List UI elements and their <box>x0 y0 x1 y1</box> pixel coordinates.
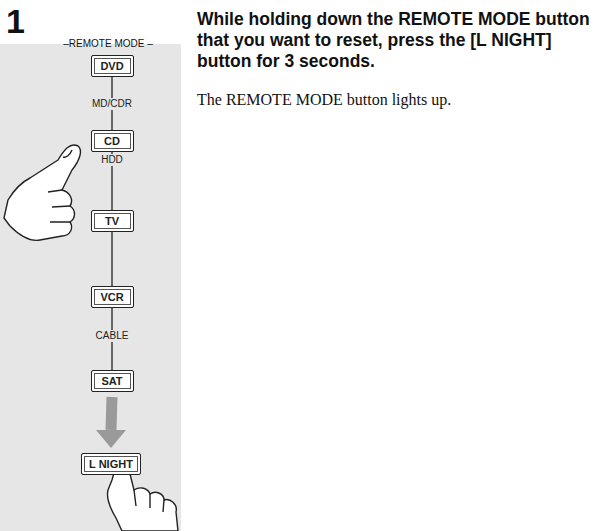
mode-alt-label: HDD <box>99 154 125 166</box>
instruction-body: The REMOTE MODE button lights up. <box>197 90 592 110</box>
mode-alt-label: MD/CDR <box>90 98 134 110</box>
mode-button: VCR <box>91 286 134 308</box>
mode-button: L NIGHT <box>81 453 141 475</box>
mode-alt-label: CABLE <box>94 330 131 342</box>
mode-button: SAT <box>91 370 134 392</box>
group-label: –REMOTE MODE – <box>63 38 152 49</box>
down-arrow <box>96 397 126 448</box>
button-label: CD <box>104 136 120 147</box>
step-number: 1 <box>6 4 25 38</box>
button-label: TV <box>105 216 119 227</box>
pointing-hand <box>4 145 80 240</box>
mode-button: DVD <box>91 55 134 77</box>
button-label: VCR <box>100 292 123 303</box>
mode-button: CD <box>91 130 134 152</box>
button-label: L NIGHT <box>89 459 133 470</box>
button-label: SAT <box>101 376 122 387</box>
grey-panel <box>0 44 181 531</box>
bracket-line <box>112 232 113 286</box>
instruction-heading: While holding down the REMOTE MODE butto… <box>197 9 592 72</box>
mode-button: TV <box>91 210 134 232</box>
button-label: DVD <box>100 61 123 72</box>
